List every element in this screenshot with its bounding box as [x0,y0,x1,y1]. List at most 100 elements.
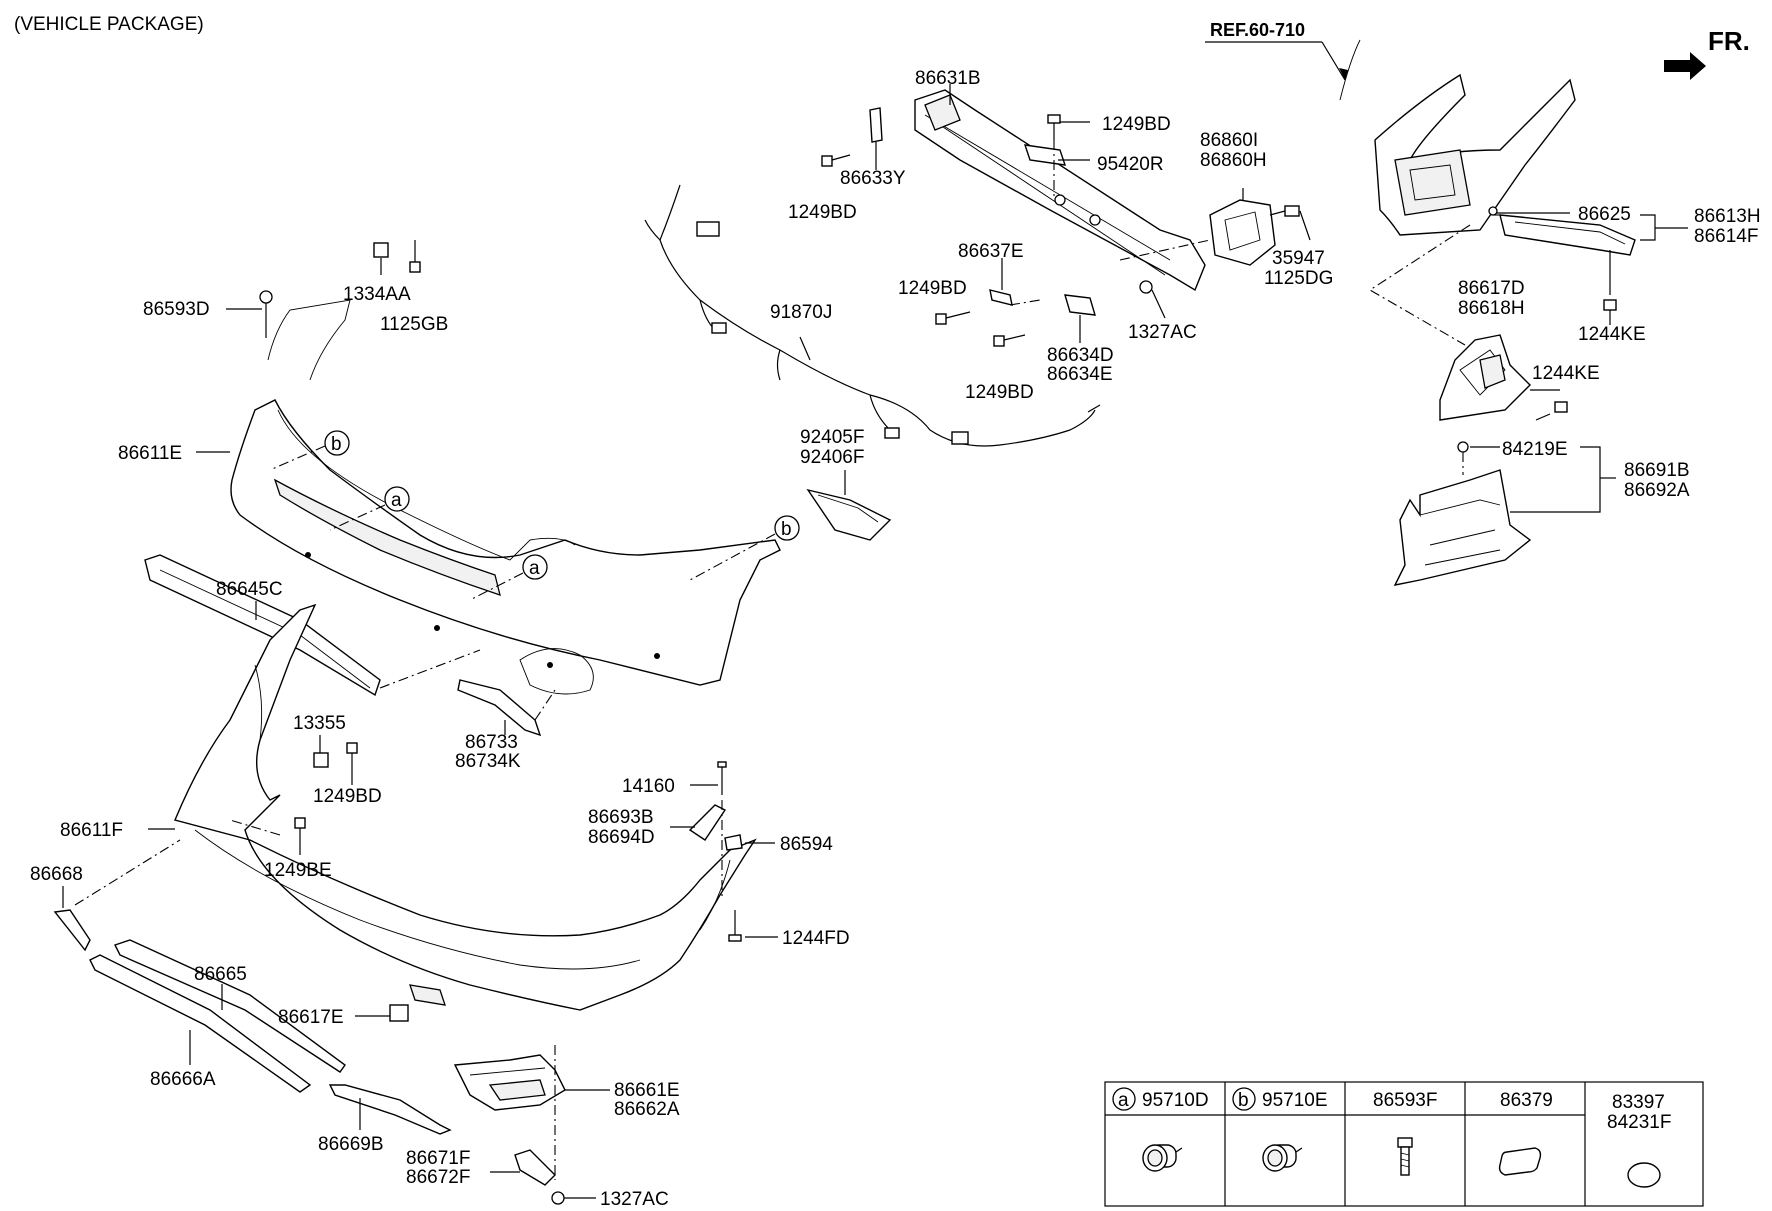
label-95420R: 95420R [1097,154,1164,175]
skid-plate-86661E [453,1054,566,1111]
label-1249BD-top: 1249BD [1102,114,1171,135]
svg-text:a: a [391,490,402,511]
legend-code-86593F: 86593F [1373,1090,1437,1111]
label-1244KE-top: 1244KE [1578,324,1646,345]
legend-col-86379: 86379 [1498,1090,1553,1176]
bumper-lower-86611F [174,603,757,1011]
clip-86594 [724,834,743,851]
parking-sensor-icon [1262,1144,1303,1172]
label-92406F: 92406F [800,447,864,468]
label-35947: 35947 [1272,248,1325,269]
trim-86733 [457,679,542,737]
svg-text:a: a [1118,1090,1129,1111]
front-label: FR. [1708,26,1750,56]
garnish-86666A [89,954,312,1093]
label-1249BD-bottom: 1249BD [313,786,382,807]
label-86662A: 86662A [614,1099,680,1120]
bracket-86634D [1064,294,1096,316]
label-86634D: 86634D [1047,345,1114,366]
label-1249BE: 1249BE [264,860,332,881]
label-1244KE-mid: 1244KE [1532,363,1600,384]
screw-1249BD-mid [935,311,971,325]
label-86631B: 86631B [915,68,981,89]
legend-col-95710E: b 95710E [1232,1087,1328,1172]
side-bracket-86613H [1488,206,1636,256]
label-86617E: 86617E [278,1007,344,1028]
reference-label: REF.60-710 [1210,20,1305,40]
reflector-92405F [806,488,892,541]
label-86614F: 86614F [1694,226,1758,247]
svg-text:b: b [781,519,792,540]
label-86669B: 86669B [318,1134,384,1155]
front-arrow-icon [1664,52,1706,80]
legend-col-86593F: 86593F [1373,1090,1437,1176]
svg-text:b: b [331,434,342,455]
pin-14160 [717,761,727,795]
svg-text:a: a [529,558,540,579]
label-86671F: 86671F [406,1148,470,1169]
label-86634E: 86634E [1047,364,1113,385]
clip-1334AA [373,242,389,258]
label-1125GB: 1125GB [380,314,448,335]
reflector-86668 [53,909,91,952]
legend-code-86379: 86379 [1500,1090,1553,1111]
label-86611F: 86611F [60,820,123,841]
callout-b-right: b [774,515,800,541]
label-86594: 86594 [780,834,833,855]
bolt-1244KE-top [1603,299,1617,325]
label-86661E: 86661E [614,1080,680,1101]
label-86734K: 86734K [455,751,521,772]
bumper-cover-upper-86611E [230,299,781,695]
clip-86593D [259,290,273,304]
legend-code-83397: 83397 [1612,1092,1665,1113]
label-86666A: 86666A [150,1069,216,1090]
label-1249BD-left: 1249BD [788,202,857,223]
bracket-86637E [989,289,1013,306]
garnish-86669B [328,1084,452,1135]
tow-hook-bracket-86860 [1209,199,1276,266]
bracket-95420R [1023,144,1067,166]
bolt-35947 [1269,205,1300,217]
label-1125DG: 1125DG [1264,268,1333,289]
label-1244FD: 1244FD [782,928,850,949]
garnish-86665 [114,939,346,1073]
clip-13355 [313,752,329,768]
bracket-86671F [514,1149,556,1186]
label-1334AA: 1334AA [343,284,411,305]
label-86733: 86733 [465,732,518,753]
screw-1249BE [294,817,306,845]
parking-sensor-icon [1142,1144,1183,1172]
label-86637E: 86637E [958,241,1024,262]
label-86645C: 86645C [216,579,283,600]
legend-code-84231F: 84231F [1607,1112,1671,1133]
callout-a-mid: a [522,554,548,580]
splash-shield-86691B [1393,441,1532,586]
reference-callout: REF.60-710 [1205,20,1361,101]
label-1327AC-top: 1327AC [1128,322,1197,343]
bolt-1244KE-mid [1535,401,1568,421]
label-86668: 86668 [30,864,83,885]
screw-1249BD-low [993,334,1026,347]
label-84219E: 84219E [1502,439,1568,460]
label-86617D: 86617D [1458,278,1525,299]
label-86625: 86625 [1578,204,1631,225]
cover-86617E [389,1004,409,1022]
label-86672F: 86672F [406,1167,470,1188]
label-86618H: 86618H [1458,298,1525,319]
legend-code-95710E: 95710E [1262,1090,1328,1111]
bracket-86617D [1439,334,1531,421]
screw-1249BD-top [1047,114,1061,140]
nut-1327AC-top [1139,280,1153,294]
label-86692A: 86692A [1624,480,1690,501]
label-86633Y: 86633Y [840,168,906,189]
oval-plug-icon [1627,1162,1661,1188]
bumper-beam-86631B [914,89,1206,292]
quarter-panel [1374,73,1576,236]
label-86613H: 86613H [1694,206,1761,227]
bracket-86693B [688,804,727,841]
label-86593D: 86593D [143,299,210,320]
label-1249BD-low: 1249BD [965,382,1034,403]
callout-b-upper-left: b [324,430,350,456]
wiring-harness-91870J [644,184,1101,447]
